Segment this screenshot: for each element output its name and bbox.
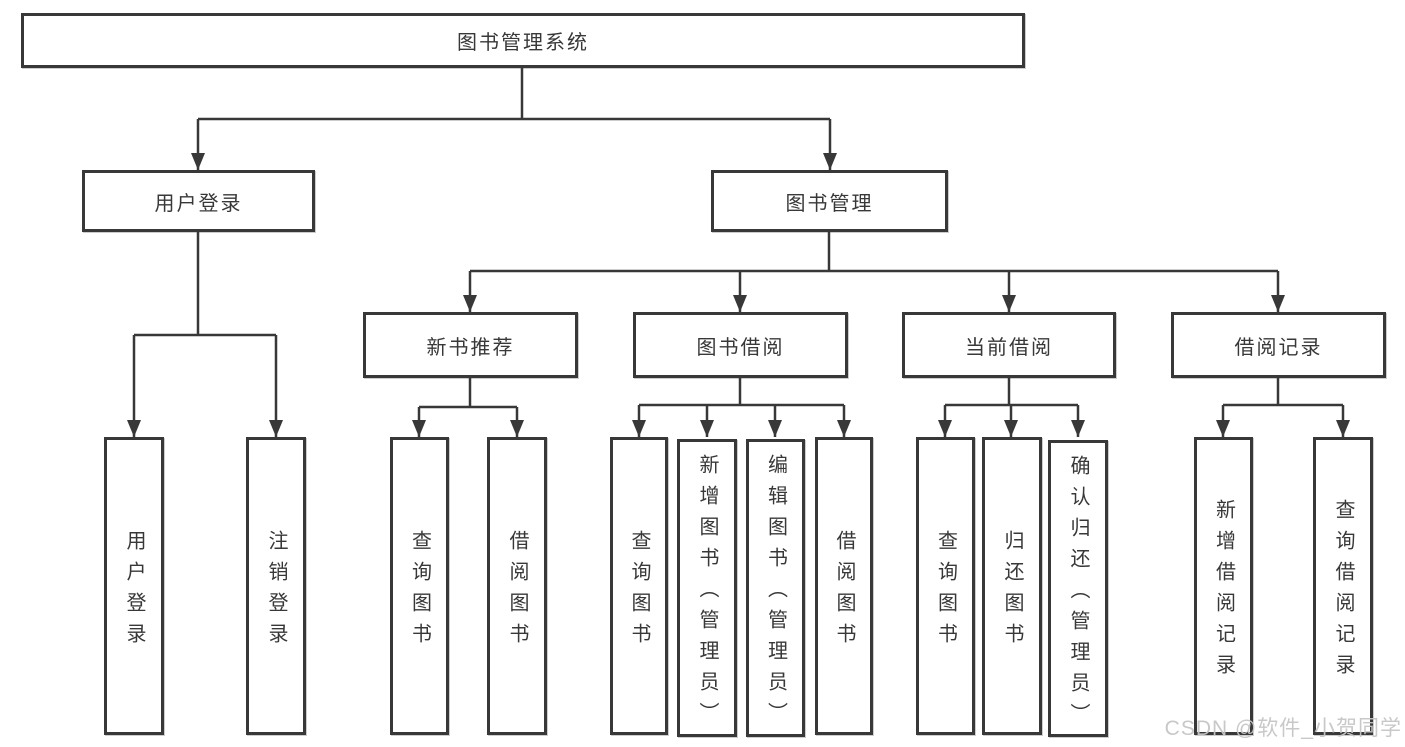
node-label: 归还图书 [1001,529,1023,654]
node-label: 新增借阅记录 [1212,498,1235,685]
node-current-borrowing: 当前借阅 [902,312,1116,378]
node-label: 注销登录 [265,529,287,654]
node-leaf-query-borrow-record: 查询借阅记录 [1313,437,1373,735]
node-label: 新书推荐 [426,336,515,359]
node-label: 确认归还（管理员） [1067,454,1089,734]
node-borrowing-records: 借阅记录 [1171,312,1386,378]
node-book-borrowing: 图书借阅 [633,312,848,378]
node-label: 查询图书 [934,529,957,654]
node-leaf-borrow-books-1: 借阅图书 [487,437,547,735]
watermark: CSDN @软件_小贺同学 [1164,717,1402,740]
node-label: 图书管理系统 [457,32,589,54]
node-library-management-system: 图书管理系统 [21,13,1025,68]
node-label: 借阅记录 [1234,336,1323,359]
node-label: 用户登录 [154,192,243,215]
node-leaf-confirm-return-admin: 确认归还（管理员） [1048,440,1108,737]
node-user-login: 用户登录 [82,170,315,232]
node-leaf-query-books-2: 查询图书 [610,437,668,735]
node-label: 图书管理 [785,192,874,215]
node-label: 图书借阅 [696,336,785,359]
node-label: 查询图书 [408,529,431,654]
node-book-management: 图书管理 [711,170,948,232]
node-leaf-add-borrow-record: 新增借阅记录 [1194,437,1253,735]
node-leaf-return-books: 归还图书 [982,437,1042,735]
node-label: 借阅图书 [833,529,855,654]
node-label: 新增图书（管理员） [696,454,718,733]
node-label: 查询借阅记录 [1332,498,1354,685]
node-label: 编辑图书（管理员） [764,454,787,733]
node-leaf-query-books-1: 查询图书 [390,437,449,735]
node-new-book-recommendation: 新书推荐 [363,312,578,378]
node-leaf-user-login: 用户登录 [104,437,164,735]
node-leaf-logout-login: 注销登录 [246,437,306,735]
node-leaf-add-books-admin: 新增图书（管理员） [677,439,737,737]
node-label: 借阅图书 [506,529,528,654]
node-leaf-edit-books-admin: 编辑图书（管理员） [746,439,805,737]
node-leaf-borrow-books-2: 借阅图书 [815,437,873,735]
node-leaf-query-books-3: 查询图书 [916,437,975,735]
node-label: 查询图书 [628,529,650,654]
node-label: 当前借阅 [965,336,1053,359]
node-label: 用户登录 [123,529,145,654]
